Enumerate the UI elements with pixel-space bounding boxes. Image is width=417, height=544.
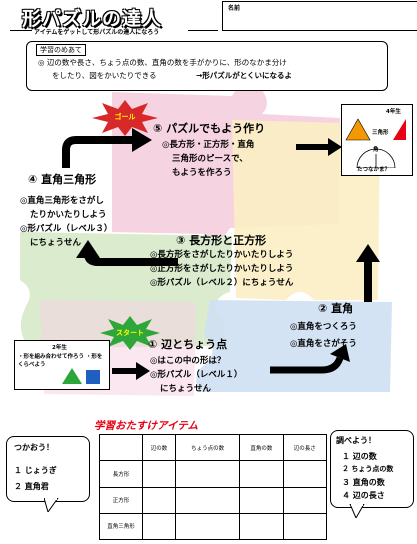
step3-line-3: ◎形パズル（レベル２）にちょうせん	[150, 278, 294, 288]
table-cell[interactable]	[282, 460, 328, 488]
grade4-shapes-icon	[345, 118, 406, 168]
table-cell[interactable]	[175, 460, 241, 488]
step5-line-2: 三角形のピースで、	[172, 154, 248, 164]
step1-line-3: にちょうせん	[160, 384, 212, 394]
arrow-curve-up-icon	[270, 344, 350, 374]
page-subtitle: アイテムをゲットして形パズルの達人になろう	[34, 29, 160, 36]
tool-item-1: １ じょうぎ	[14, 466, 57, 475]
grade2-shapes-icon	[62, 368, 100, 384]
table-cell[interactable]	[239, 460, 284, 488]
table-cell[interactable]	[141, 460, 177, 488]
grade2-label: 2年生	[52, 345, 67, 351]
step2-title: ② 直角	[318, 302, 354, 315]
name-label: 名前	[228, 5, 241, 12]
learning-goal-box	[26, 41, 388, 91]
tool-item-2: ２ 直角君	[14, 482, 49, 491]
page-title: 形パズルの達人	[22, 8, 163, 30]
step2-line-1: ◎直角をつくろう	[290, 322, 357, 332]
goal-badge-label: ゴール	[114, 113, 136, 121]
subtitle-rule-left	[10, 30, 32, 31]
step5-title: ⑤ パズルでもよう作り	[153, 122, 266, 135]
items-title: 学習おたすけアイテム	[94, 420, 198, 432]
puzzle-piece-blue	[196, 300, 392, 392]
row-label: 直角三角形	[99, 512, 143, 541]
learning-goal-heading: 学習のめあて	[36, 44, 86, 56]
table-cell[interactable]	[239, 486, 284, 514]
check-item-2: ２ ちょう点の数	[342, 465, 394, 473]
tools-bubble	[6, 436, 90, 502]
table-cell[interactable]	[282, 512, 328, 541]
check-item-4: ４ 辺の長さ	[342, 491, 385, 500]
arrow-right-small-icon	[112, 362, 150, 380]
step4-line-4: にちょうせん	[30, 238, 82, 248]
check-item-1: １ 辺の数	[342, 452, 377, 461]
arrow-up-icon	[356, 244, 380, 302]
tools-heading: つかおう！	[14, 443, 54, 452]
table-cell[interactable]	[175, 512, 241, 541]
grade4-bottom-label: たつなかま？	[357, 167, 391, 173]
step1-line-1: ◎はこの中の形は？	[150, 356, 226, 366]
step1-title: ① 辺とちょう点	[148, 338, 228, 351]
items-header-sides: 辺の数	[141, 433, 177, 462]
items-header-corner	[99, 433, 143, 462]
step4-line-3: ◎形パズル（レベル３）	[20, 224, 113, 234]
table-cell[interactable]	[175, 486, 241, 514]
name-field[interactable]	[222, 1, 417, 31]
items-header-right-angles: 直角の数	[239, 433, 284, 462]
table-row: 直角三角形	[99, 512, 328, 541]
step4-line-1: ◎直角三角形をさがし	[20, 196, 104, 206]
grade4-label: 4年生	[386, 109, 401, 115]
table-cell[interactable]	[282, 486, 328, 514]
items-header-side-lengths: 辺の長さ	[282, 433, 328, 462]
table-row: 長方形	[99, 460, 328, 488]
arrow-up-right-icon	[62, 128, 152, 168]
grade2-text: ・形を組み合わせて作ろう ・形をくらべよう	[18, 354, 103, 368]
table-cell[interactable]	[239, 512, 284, 541]
grade4-shape-label: 三角形	[372, 130, 389, 136]
start-badge-label: スタート	[116, 329, 144, 337]
items-table: 辺の数 ちょう点の数 直角の数 辺の長さ 長方形 正方形 直角三角形	[99, 433, 328, 541]
start-burst-icon	[100, 316, 160, 350]
row-label: 正方形	[99, 486, 143, 514]
step3-title: ③ 長方形と正方形	[176, 234, 267, 247]
learning-goal-line-1: ◎ 辺の数や長さ、ちょう点の数、直角の数を手がかりに、形のなかま分け	[38, 58, 287, 67]
check-item-3: ３ 直角の数	[342, 478, 385, 487]
learning-goal-line-2: をしたり、図をかいたりできる	[52, 71, 157, 80]
step2-line-2: ◎直角をさがそう	[290, 339, 357, 349]
step4-line-2: たりかいたりしよう	[30, 210, 107, 220]
check-bubble	[330, 430, 414, 508]
step5-line-1: ◎長方形・正方形・直角	[162, 140, 255, 150]
arrow-left-up-icon	[76, 240, 178, 266]
items-header-row: 辺の数 ちょう点の数 直角の数 辺の長さ	[99, 433, 328, 462]
check-heading: 調べよう！	[336, 436, 376, 445]
items-header-vertices: ちょう点の数	[175, 433, 241, 462]
step3-line-2: ◎正方形をさがしたりかいたりしよう	[150, 264, 294, 274]
table-cell[interactable]	[141, 512, 177, 541]
subtitle-rule-right	[188, 30, 218, 31]
learning-goal-line-3: →形パズルがとくいになるよ	[196, 71, 293, 80]
arrow-right-icon	[296, 138, 342, 156]
bubble-tail-icon	[44, 498, 59, 512]
row-label: 長方形	[99, 460, 143, 488]
step3-line-1: ◎長方形をさがしたりかいたりしよう	[150, 250, 294, 260]
step5-line-3: もようを作ろう	[172, 168, 232, 178]
bubble-tail-right-icon	[349, 504, 365, 518]
step1-line-2: ◎形パズル（レベル１）	[150, 370, 243, 380]
table-row: 正方形	[99, 486, 328, 514]
grade4-mid-label: 角	[373, 147, 379, 153]
step4-title: ④ 直角三角形	[28, 173, 97, 186]
table-cell[interactable]	[141, 486, 177, 514]
goal-burst-icon	[92, 100, 158, 136]
